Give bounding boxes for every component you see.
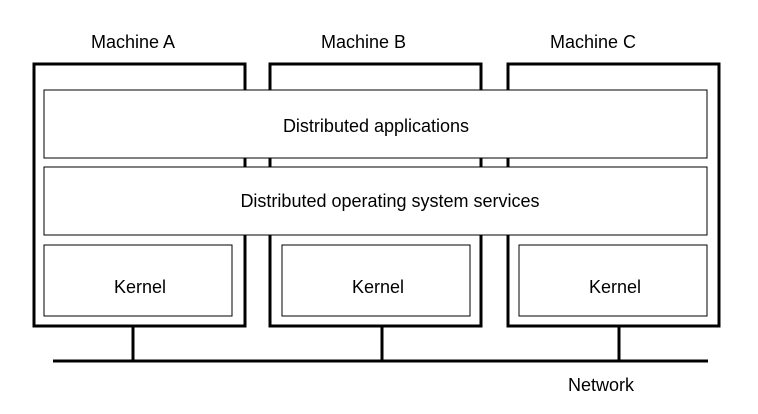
kernel-c-box [518,244,708,317]
kernel-a-label: Kernel [114,277,166,297]
machine-c-label: Machine C [550,32,637,52]
os-services-layer-box [43,166,708,236]
os-services-layer-label: Distributed operating system services [240,191,539,211]
kernel-b-label: Kernel [352,277,404,297]
machine-a-label: Machine A [91,32,176,52]
kernel-a-box [43,244,233,317]
machine-b-label: Machine B [321,32,407,52]
kernel-c-label: Kernel [589,277,641,297]
applications-layer-box [43,89,708,159]
kernel-b-box [281,244,471,317]
network-label: Network [568,375,635,395]
applications-layer-label: Distributed applications [283,116,469,136]
